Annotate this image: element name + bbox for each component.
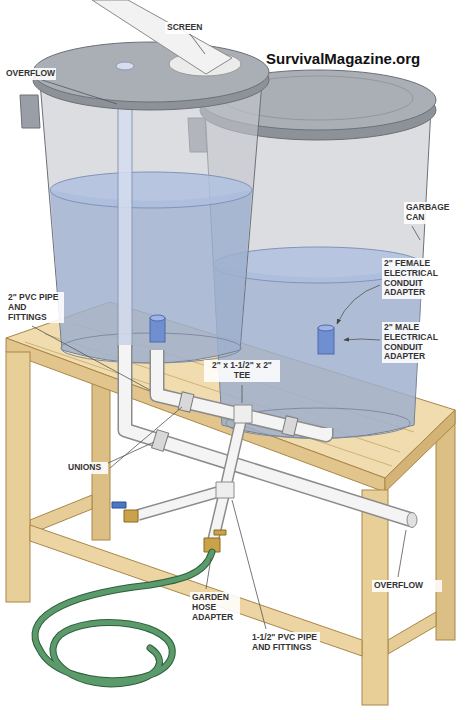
part-label: GARBAGE CAN: [404, 202, 454, 224]
part-label: SCREEN: [165, 22, 210, 34]
leader-lines: [32, 34, 420, 629]
part-label: OVERFLOW: [372, 580, 442, 592]
part-label: 2" MALE ELECTRICAL CONDUIT ADAPTER: [382, 322, 462, 363]
garden-hose: [35, 552, 212, 684]
pvc-pipes: [112, 345, 417, 552]
part-label: 2" PVC PIPE AND FITTINGS: [6, 292, 64, 323]
part-label: 1-1/2" PVC PIPE AND FITTINGS: [250, 632, 320, 654]
downspout: [92, 0, 232, 74]
part-label: 2" x 1-1/2" x 2" TEE: [204, 360, 280, 382]
garden-hose: [35, 552, 212, 684]
part-label: GARDEN HOSE ADAPTER: [190, 592, 240, 623]
part-label: OVERFLOW: [4, 68, 56, 80]
watermark: SurvivalMagazine.org: [266, 50, 462, 67]
part-label: UNIONS: [66, 462, 108, 474]
part-label: 2" FEMALE ELECTRICAL CONDUIT ADAPTER: [382, 258, 462, 299]
